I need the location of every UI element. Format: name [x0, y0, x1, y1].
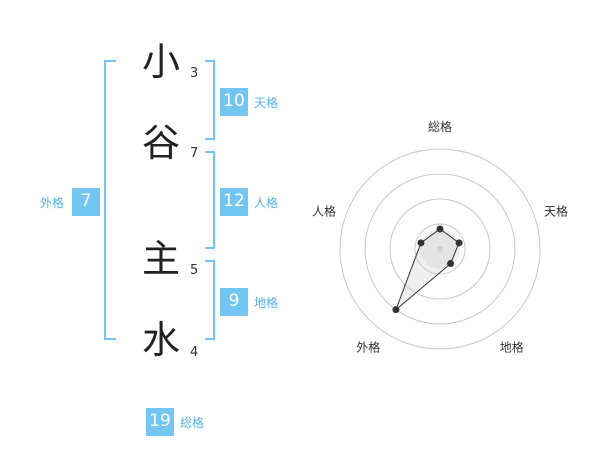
chikaku-bracket: [213, 260, 215, 340]
gaikaku-bracket-bottom: [104, 338, 116, 340]
radar-ring-4: [339, 148, 541, 350]
tenkaku-badge: 10: [220, 88, 248, 116]
char-4: 水: [141, 318, 180, 362]
soukaku-badge: 19: [146, 408, 174, 436]
char-4-strokes: 4: [190, 345, 199, 360]
jinkaku-bracket: [213, 151, 215, 249]
jinkaku-badge: 12: [220, 188, 248, 216]
radar-point-4: [392, 306, 400, 314]
radar-ring-1: [414, 223, 466, 275]
gaikaku-value: 7: [80, 191, 92, 211]
radar-point-1: [436, 225, 444, 233]
tenkaku-bracket: [213, 60, 215, 140]
jinkaku-label: 人格: [254, 196, 279, 210]
radar-point-3: [447, 260, 455, 268]
char-2: 谷: [141, 121, 180, 165]
radar-axis-label-1: 総格: [428, 119, 452, 134]
gaikaku-bracket: [104, 60, 106, 340]
radar-point-2: [455, 239, 463, 247]
char-1: 小: [141, 40, 180, 84]
jinkaku-value: 12: [223, 191, 245, 211]
gaikaku-badge: 7: [72, 188, 100, 216]
radar-point-5: [417, 239, 425, 247]
radar-polygon: [394, 228, 460, 312]
radar-axis-label-2: 天格: [544, 203, 568, 218]
tenkaku-bracket-bottom: [205, 138, 215, 140]
radar-ring-3: [364, 173, 516, 325]
radar-axis-label-3: 地格: [500, 340, 524, 355]
radar-ring-2: [389, 198, 491, 300]
char-3-strokes: 5: [190, 263, 199, 278]
gaikaku-label: 外格: [40, 196, 65, 210]
radar-axis-label-5: 人格: [312, 203, 336, 218]
soukaku-label: 総格: [180, 416, 205, 430]
char-2-strokes: 7: [190, 146, 199, 161]
jinkaku-bracket-top: [205, 151, 215, 153]
tenkaku-bracket-top: [205, 60, 215, 62]
char-1-strokes: 3: [190, 66, 199, 81]
chikaku-bracket-top: [205, 260, 215, 262]
radar-center-dot: [437, 246, 443, 252]
chikaku-bracket-bottom: [205, 338, 215, 340]
char-3: 主: [141, 237, 180, 281]
gaikaku-bracket-top: [104, 60, 116, 62]
chikaku-label: 地格: [254, 296, 279, 310]
chikaku-value: 9: [228, 291, 240, 311]
tenkaku-value: 10: [223, 91, 245, 111]
jinkaku-bracket-bottom: [205, 247, 215, 249]
radar-axis-label-4: 外格: [356, 340, 380, 355]
tenkaku-label: 天格: [254, 96, 279, 110]
soukaku-value: 19: [149, 411, 171, 431]
chikaku-badge: 9: [220, 288, 248, 316]
